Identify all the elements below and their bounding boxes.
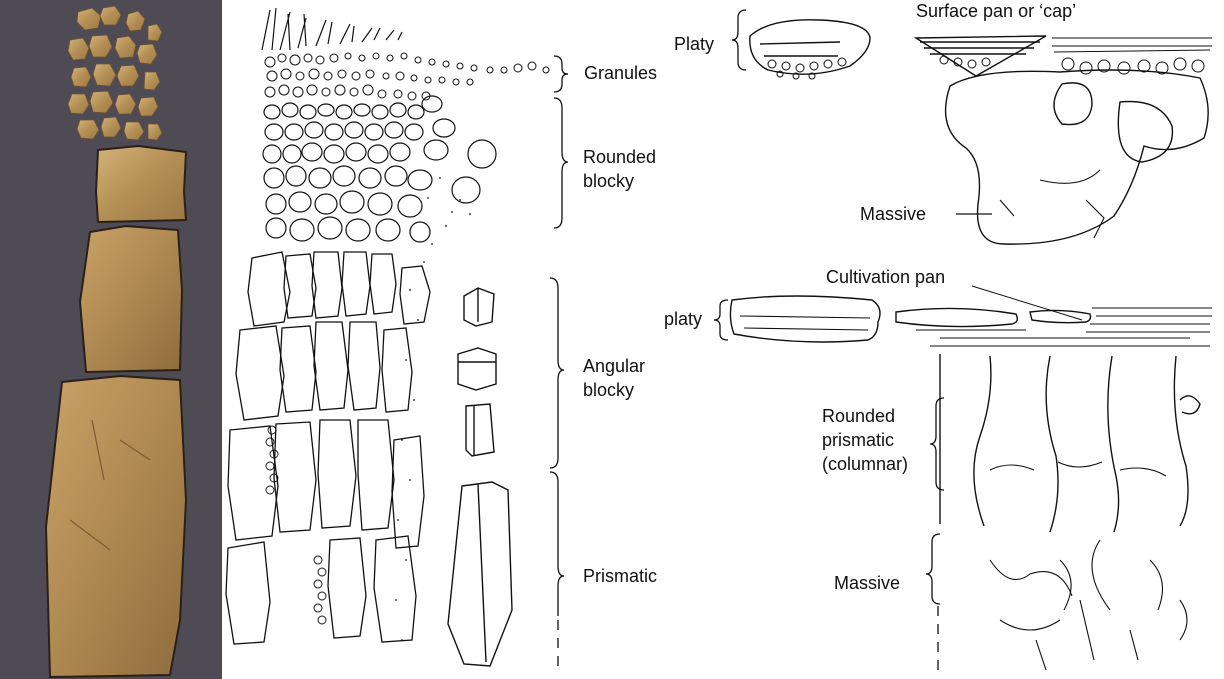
massive-bottom-drawing: [990, 540, 1187, 670]
label-rounded-blocky-2: blocky: [583, 170, 634, 192]
label-rounded-prismatic-1: Rounded: [822, 405, 895, 427]
platy-sample-mid: [730, 296, 880, 342]
label-surface-pan: Surface pan or ‘cap’: [916, 0, 1076, 22]
label-angular-blocky-2: blocky: [583, 379, 634, 401]
platy-sample-top: [750, 20, 870, 79]
label-rounded-prismatic-2: prismatic: [822, 429, 894, 451]
label-rounded-prismatic-3: (columnar): [822, 453, 908, 475]
surface-pan-drawing: [916, 36, 1212, 76]
right-braces: [714, 10, 992, 670]
label-platy-mid: platy: [664, 308, 702, 330]
label-rounded-blocky-1: Rounded: [583, 146, 656, 168]
label-cultivation-pan: Cultivation pan: [826, 266, 945, 288]
label-granules: Granules: [584, 62, 657, 84]
label-massive-bottom: Massive: [834, 572, 900, 594]
cultivation-pan-drawing: [896, 286, 1212, 346]
rounded-prismatic-drawing: [940, 354, 1200, 532]
massive-top-drawing: [946, 70, 1209, 244]
label-prismatic: Prismatic: [583, 565, 657, 587]
label-platy-top: Platy: [674, 33, 714, 55]
label-angular-blocky-1: Angular: [583, 355, 645, 377]
label-massive-top: Massive: [860, 203, 926, 225]
